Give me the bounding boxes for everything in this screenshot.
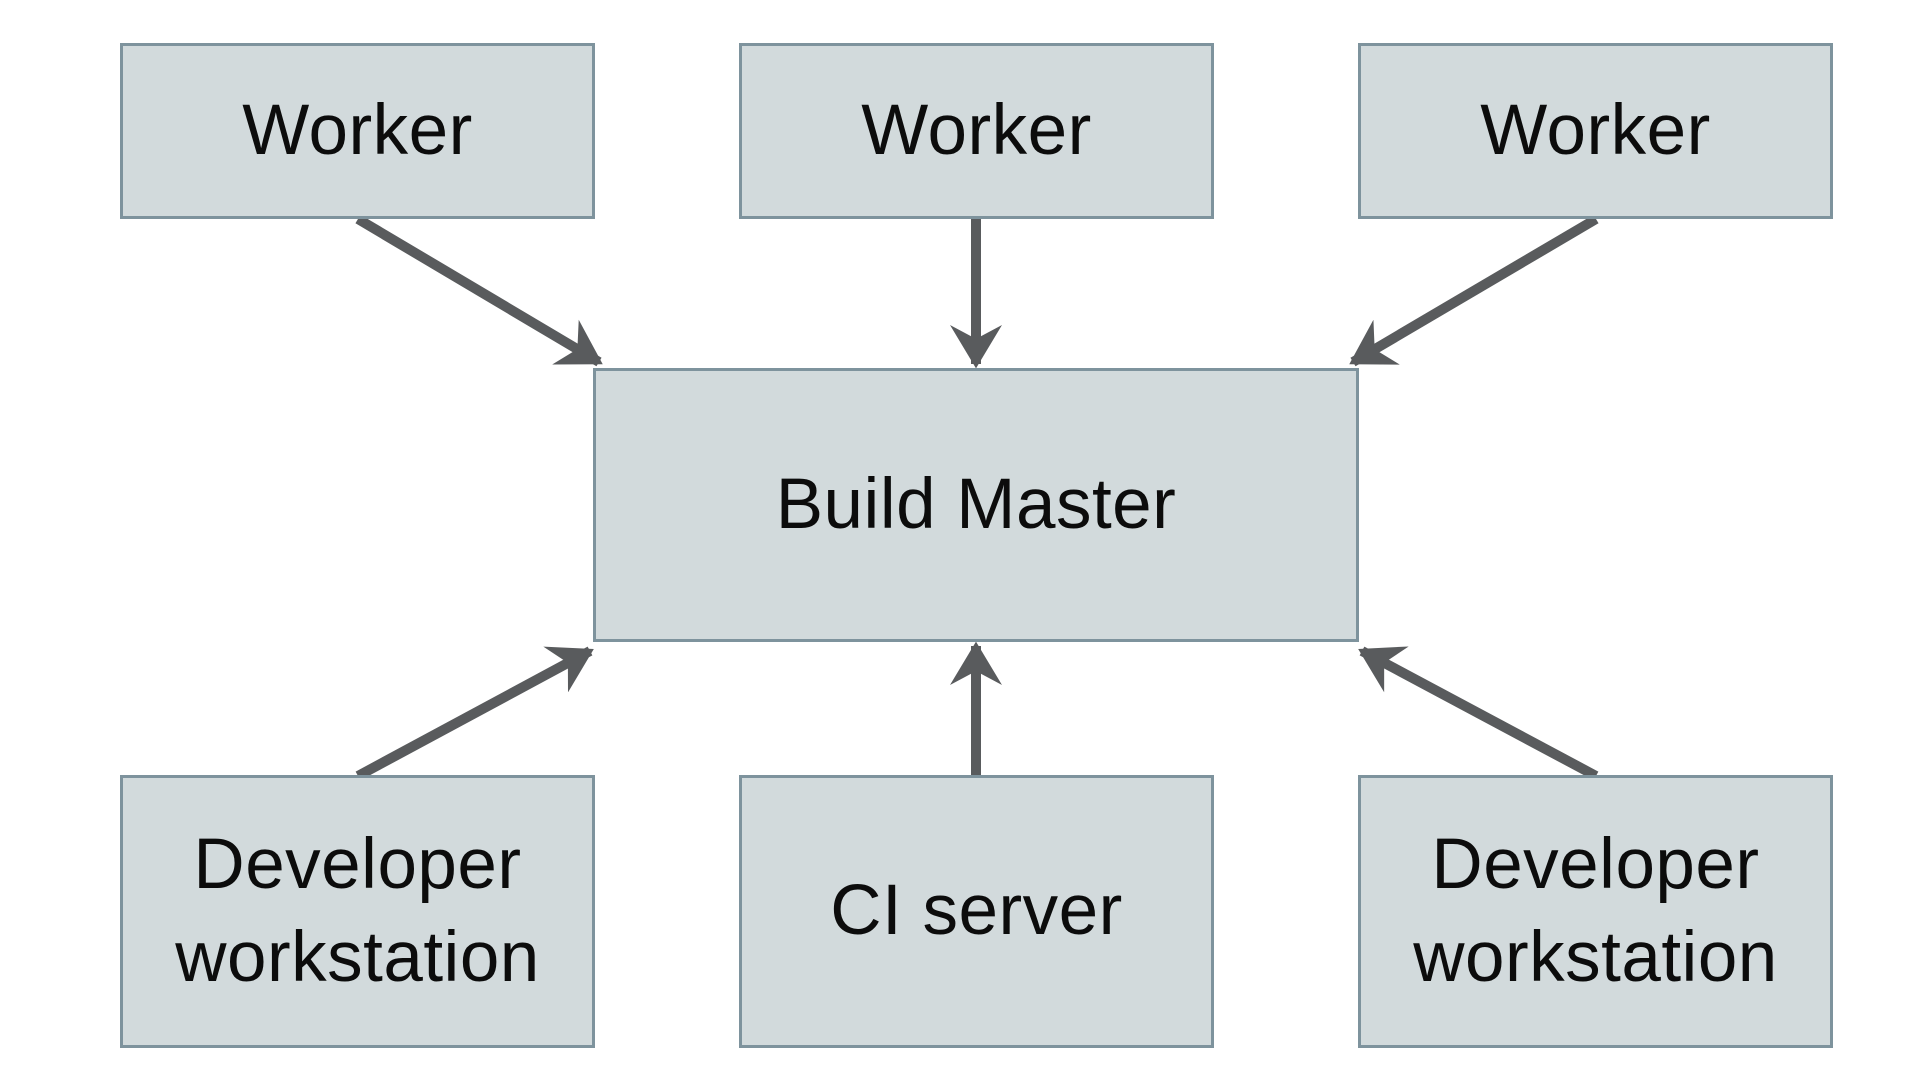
- node-worker-3: Worker: [1358, 43, 1833, 219]
- arrow-worker1-to-build-master: [355, 214, 603, 367]
- node-build-master: Build Master: [593, 368, 1359, 642]
- node-ci-server: CI server: [739, 775, 1214, 1048]
- node-worker-1: Worker: [120, 43, 595, 219]
- node-developer-workstation-left: Developer workstation: [120, 775, 595, 1048]
- arrow-dev-right-to-build-master: [1358, 646, 1599, 781]
- node-developer-workstation-left-label: Developer workstation: [175, 825, 540, 997]
- node-build-master-label: Build Master: [775, 464, 1177, 544]
- node-worker-2: Worker: [739, 43, 1214, 219]
- arrow-worker3-to-build-master: [1349, 214, 1599, 367]
- arrow-dev-left-to-build-master: [355, 646, 594, 781]
- node-developer-workstation-right: Developer workstation: [1358, 775, 1833, 1048]
- node-worker-1-label: Worker: [242, 90, 473, 170]
- node-developer-workstation-right-label: Developer workstation: [1413, 825, 1778, 997]
- node-worker-3-label: Worker: [1480, 90, 1711, 170]
- node-worker-2-label: Worker: [861, 90, 1092, 170]
- node-ci-server-label: CI server: [830, 871, 1123, 951]
